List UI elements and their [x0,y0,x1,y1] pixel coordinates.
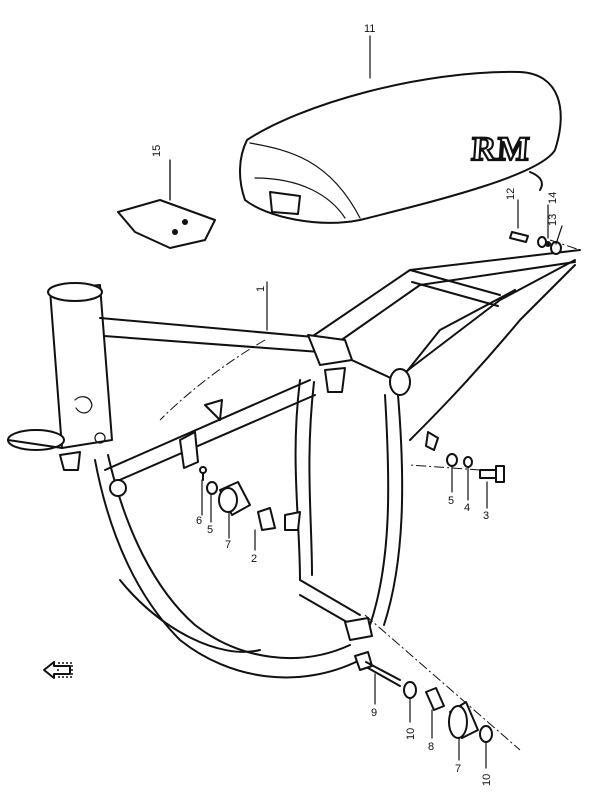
seat-rear-hardware [509,231,562,255]
callout-9: 9 [371,707,377,719]
callout-labels: 11 1 15 12 14 13 6 5 7 2 5 4 3 9 10 8 7 … [151,23,559,786]
rear-mount-hardware [446,453,505,483]
callout-7-front: 7 [225,539,231,551]
callout-11: 11 [364,23,375,35]
callout-13: 13 [547,214,559,226]
callout-2: 2 [251,553,257,565]
callout-10-a: 10 [405,728,417,740]
callout-leaders [169,35,563,769]
callout-14: 14 [547,192,559,204]
seat-logo: RM [470,131,531,168]
callout-1: 1 [255,286,267,292]
seat-plate-part-15 [117,159,216,249]
callout-5-rear: 5 [448,495,454,507]
callout-15: 15 [151,145,163,157]
callout-12: 12 [505,188,517,200]
direction-arrow-icon [43,661,73,679]
callout-7-lower: 7 [455,763,461,775]
callout-3: 3 [483,510,489,522]
front-mount-hardware [199,466,276,531]
callout-4: 4 [464,502,470,514]
callout-6: 6 [196,515,202,527]
frame-part-1 [7,249,581,679]
lower-mount-hardware [354,651,493,743]
callout-10-b: 10 [481,774,493,786]
callout-8: 8 [428,741,434,753]
seat-part-11: RM [239,70,562,224]
callout-5-front: 5 [207,524,213,536]
